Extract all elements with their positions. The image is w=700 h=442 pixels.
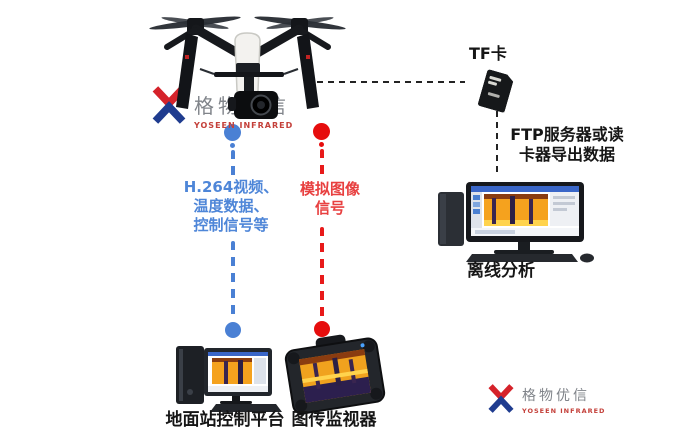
tf-card-body <box>477 69 514 113</box>
blue-pin-icon <box>224 124 241 141</box>
ftp-note: FTP服务器或读 卡器导出数据 <box>508 125 626 165</box>
red-pin-icon <box>313 123 330 140</box>
blue-link-line2-text: 温度数据、 <box>193 197 269 215</box>
tf-card-label: TF卡 <box>469 44 507 63</box>
ground-station-pc-illustration <box>176 346 282 412</box>
blue-link-label: H.264视频、 温度数据、 控制信号等 <box>171 178 291 235</box>
drone-illustration <box>149 16 346 119</box>
logo-en-text: YOSEEN INFRARED <box>522 407 606 415</box>
blue-link-line3-text: 控制信号等 <box>193 216 269 234</box>
offline-analysis-pc-illustration <box>438 182 594 263</box>
tf-card-icon <box>477 69 514 113</box>
red-pin-tail <box>319 142 324 147</box>
ground-station-label: 地面站控制平台 <box>165 410 285 430</box>
connector-tfcard-to-pc <box>496 111 498 175</box>
video-monitor-illustration <box>284 334 386 415</box>
red-link-line2-text: 信号 <box>314 199 345 217</box>
red-link-label: 模拟图像 信号 <box>290 180 370 218</box>
yoseen-logo-footer: 格物优信 YOSEEN INFRARED <box>488 384 605 415</box>
connector-drone-to-tfcard <box>317 81 465 83</box>
yoseen-x-icon <box>488 384 514 413</box>
ftp-note-line1: FTP服务器或读 <box>510 125 624 144</box>
blue-link-line-lower <box>231 241 235 321</box>
video-monitor-label: 图传监视器 <box>291 410 377 430</box>
blue-link-line-upper <box>231 150 235 178</box>
red-link-line-upper <box>320 149 324 178</box>
red-link-line1-text: 模拟图像 <box>299 180 360 198</box>
red-link-line-lower <box>320 227 324 321</box>
red-endpoint-dot <box>314 321 330 337</box>
logo-cn-text: 格物优信 <box>522 388 590 404</box>
logo-en-text: YOSEEN INFRARED <box>194 121 294 130</box>
ftp-note-line2: 卡器导出数据 <box>518 145 615 164</box>
offline-analysis-label: 离线分析 <box>467 261 535 281</box>
blue-link-line1-text: H.264视频、 <box>183 178 279 196</box>
blue-endpoint-dot <box>225 322 241 338</box>
blue-pin-tail <box>230 143 235 148</box>
